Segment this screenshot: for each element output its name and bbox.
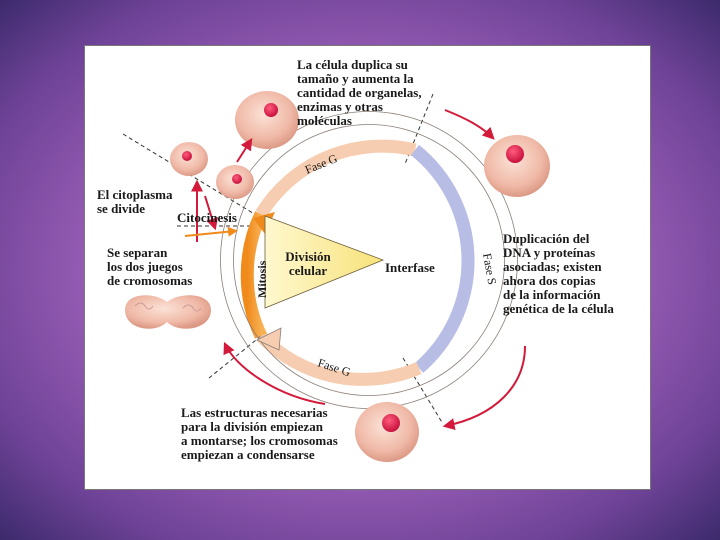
arrow-g1-to-top-right (444, 109, 495, 140)
cell-daughter-upper (170, 142, 208, 176)
arrow-cross-cytokinesis (204, 195, 218, 231)
division-celular-label: División celular (285, 249, 331, 278)
cytoplasm-divides-label: El citoplasma se divide (97, 187, 173, 216)
cell-top (235, 91, 299, 149)
diagram-panel: Fase G Fase S Fase G Mitosis Interfase D… (84, 45, 651, 490)
ring-phase-g-bottom (256, 331, 422, 386)
arrow-daughter-to-cell (236, 137, 253, 163)
chromosomes-separate-label: Se separan los dos juegos de cromosomas (107, 245, 193, 288)
g2-phase-description: Las estructuras necesarias para la divis… (181, 405, 338, 462)
red-arrows (191, 109, 526, 430)
divider-mitosis-bottom (208, 335, 262, 379)
arrow-s-to-bottom (442, 345, 526, 430)
interphase-label: Interfase (385, 260, 435, 275)
cytokinesis-label: Citocinesis (177, 210, 237, 225)
cell-cycle-diagram: Fase G Fase S Fase G Mitosis Interfase (122, 91, 550, 462)
arrow-cytokinesis-orange (184, 226, 238, 237)
phase-s-label: Fase S (480, 252, 499, 286)
divider-s-g2 (402, 357, 444, 425)
ring-arrow-g-bottom (256, 327, 282, 351)
arrow-bottom-to-left (223, 341, 326, 405)
mitosis-label: Mitosis (255, 260, 269, 298)
s-phase-description: Duplicación del DNA y proteínas asociada… (503, 231, 614, 316)
cell-right (484, 135, 550, 197)
divider-mitosis-top (122, 133, 262, 219)
cell-daughter-lower (216, 165, 254, 199)
division-triangle (264, 215, 385, 309)
ring-mitosis (240, 211, 267, 339)
g1-phase-description: La célula duplica su tamaño y aumenta la… (297, 57, 422, 128)
ring-phase-s (410, 144, 475, 373)
ring-phase-g-top (255, 139, 417, 218)
cell-dividing (125, 295, 211, 329)
cycle-ring (240, 139, 475, 386)
cell-bottom (355, 402, 419, 462)
divider-g1-s (404, 93, 434, 165)
